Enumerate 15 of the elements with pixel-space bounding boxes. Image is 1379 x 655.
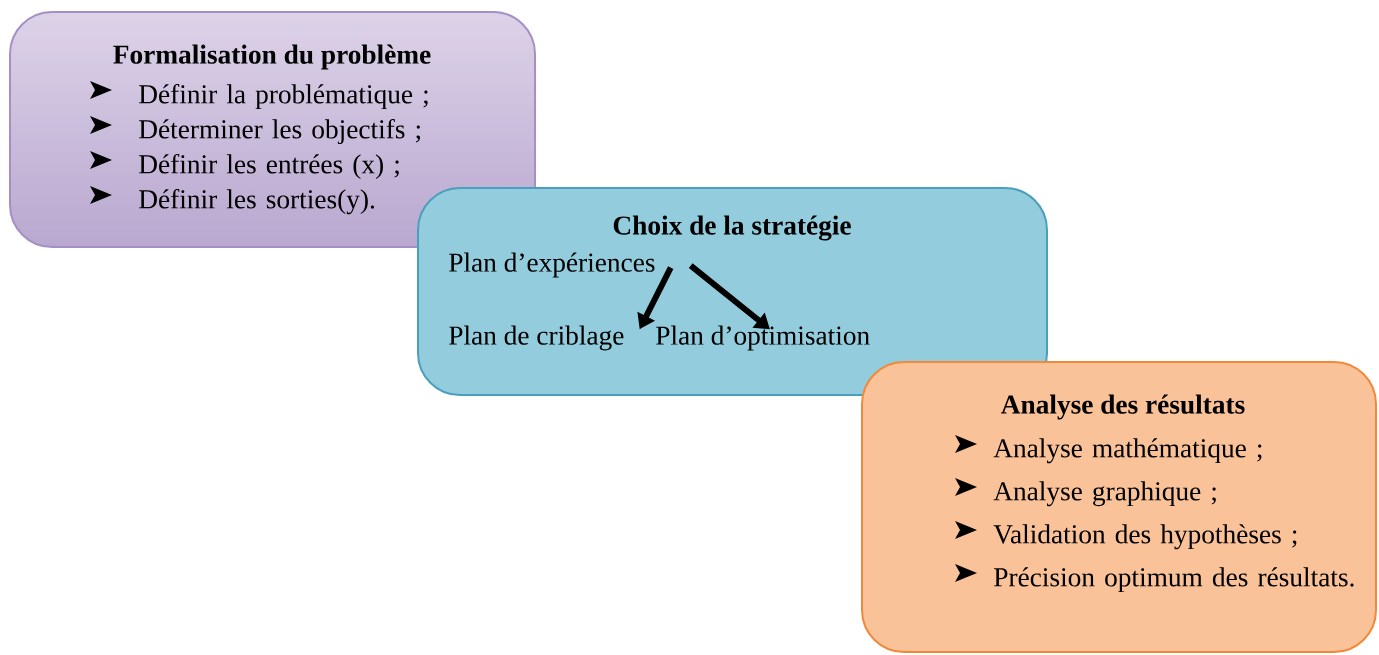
text-label: Plan de criblage <box>449 325 624 351</box>
list-item: Définir les sorties(y). <box>139 189 375 215</box>
text-label: Plan d’optimisation <box>656 325 870 351</box>
list-item: Définir la problématique ; <box>139 84 428 110</box>
text-label: Plan d’expériences <box>449 252 655 278</box>
list-item: Analyse mathématique ; <box>993 438 1262 464</box>
arrow <box>688 263 770 330</box>
list-item: Précision optimum des résultats. <box>994 567 1354 593</box>
heading: Choix de la stratégie <box>613 215 851 241</box>
list-item: Analyse graphique ; <box>993 481 1216 507</box>
heading: Formalisation du problème <box>113 44 431 70</box>
list-item: Définir les entrées (x) ; <box>139 154 399 180</box>
list-item: Déterminer les objectifs ; <box>139 119 421 145</box>
heading: Analyse des résultats <box>1001 394 1245 420</box>
list-item: Validation des hypothèses ; <box>993 524 1297 550</box>
